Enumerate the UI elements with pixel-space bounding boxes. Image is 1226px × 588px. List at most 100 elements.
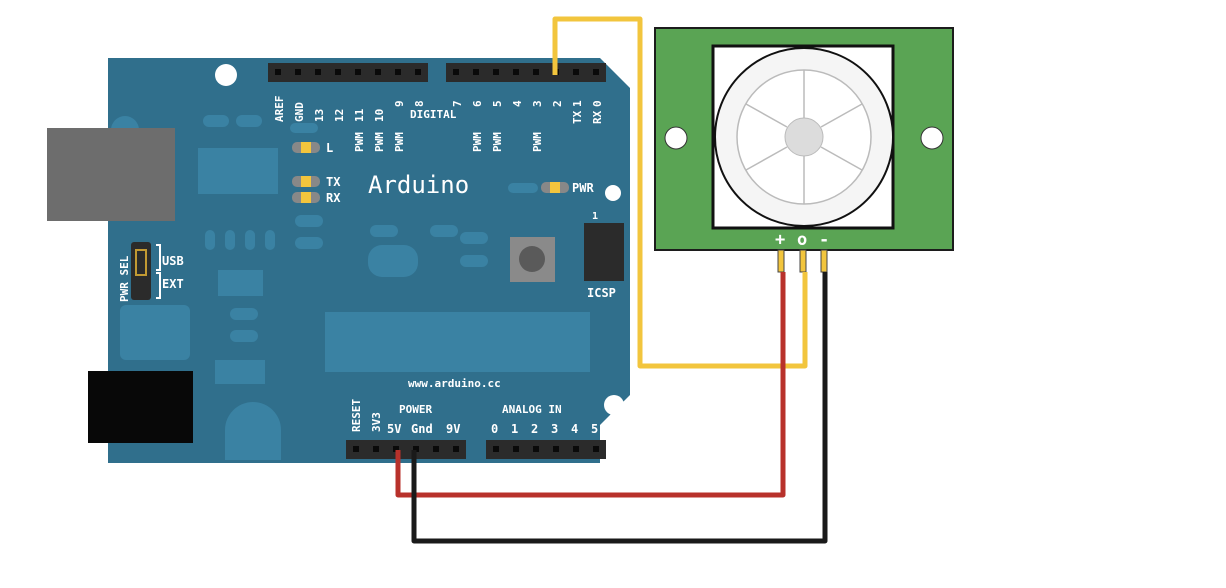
pwm-label: PWM	[471, 132, 484, 152]
pwm-label: PWM	[393, 132, 406, 152]
analog-header	[486, 440, 606, 459]
digital-pin-label: 9	[393, 100, 406, 107]
digital-header-left	[268, 63, 428, 82]
header-pin[interactable]	[573, 69, 579, 75]
header-pin[interactable]	[415, 69, 421, 75]
digital-pin-label: 11	[353, 108, 366, 122]
header-pin[interactable]	[593, 446, 599, 452]
analog-pin-label: 5	[591, 422, 598, 436]
digital-pin-label: AREF	[273, 96, 286, 123]
header-pin[interactable]	[573, 446, 579, 452]
header-pin[interactable]	[493, 446, 499, 452]
wire-signal[interactable]	[552, 16, 808, 369]
pwm-label: PWM	[491, 132, 504, 152]
sensor-pins[interactable]	[777, 249, 828, 273]
pir-sensor: + o -	[654, 27, 954, 273]
pin-label-out: o	[797, 230, 807, 250]
reset-button-cap[interactable]	[519, 246, 545, 272]
arduino-board: Arduino www.arduino.cc DIGITAL L TX RX P…	[47, 58, 630, 463]
header-pin[interactable]	[453, 446, 459, 452]
analog-pin-label: 3	[551, 422, 558, 436]
power-jack	[88, 371, 193, 443]
analog-pin-label: 0	[491, 422, 498, 436]
analog-label: ANALOG IN	[502, 403, 562, 416]
led-tx-label: TX	[326, 175, 341, 189]
digital-pin-label: 3	[531, 100, 544, 107]
digital-pin-label: 4	[511, 100, 524, 107]
header-pin[interactable]	[375, 69, 381, 75]
pwm-label: PWM	[531, 132, 544, 152]
mounting-hole	[604, 395, 624, 415]
analog-pin-label: 2	[531, 422, 538, 436]
led-l-label: L	[326, 141, 333, 155]
leds	[292, 142, 569, 203]
icsp-header	[584, 223, 624, 281]
usb-connector	[47, 128, 175, 221]
lens-segments	[745, 70, 863, 204]
rx-pin-label: RX	[591, 110, 604, 124]
power-pin-label: 5V	[387, 422, 401, 436]
digital-pin-label: 0	[591, 100, 604, 107]
digital-header-right	[446, 63, 606, 82]
digital-pin-label: 6	[471, 100, 484, 107]
header-pin[interactable]	[275, 69, 281, 75]
wire-ground[interactable]	[411, 272, 828, 544]
pin-label-gnd: -	[819, 230, 829, 250]
wire-power[interactable]	[395, 272, 786, 498]
board-name: Arduino	[368, 171, 469, 199]
digital-pin-label: 10	[373, 109, 386, 122]
led-pwr-label: PWR	[572, 181, 594, 195]
digital-pin-label: 7	[451, 100, 464, 107]
tx-pin-label: TX	[571, 110, 584, 124]
pwm-label: PWM	[353, 132, 366, 152]
digital-label: DIGITAL	[410, 108, 457, 121]
header-pin[interactable]	[513, 446, 519, 452]
digital-pin-label: 13	[313, 109, 326, 122]
header-pin[interactable]	[413, 446, 419, 452]
icsp-label: ICSP	[587, 286, 616, 300]
digital-pin-label: 2	[551, 100, 564, 107]
header-pin[interactable]	[315, 69, 321, 75]
header-pin[interactable]	[353, 446, 359, 452]
header-pin[interactable]	[453, 69, 459, 75]
header-pin[interactable]	[593, 69, 599, 75]
power-pin-label: 9V	[446, 422, 460, 436]
header-pin[interactable]	[295, 69, 301, 75]
header-pin[interactable]	[433, 446, 439, 452]
digital-pin-label: 1	[571, 100, 584, 107]
mounting-hole	[215, 64, 237, 86]
digital-pin-label: 12	[333, 109, 346, 122]
header-pin[interactable]	[355, 69, 361, 75]
power-pin-label: Gnd	[411, 422, 433, 436]
mounting-hole	[605, 185, 621, 201]
led-rx-label: RX	[326, 191, 341, 205]
header-pin[interactable]	[513, 69, 519, 75]
digital-pin-label: GND	[293, 102, 306, 122]
header-pin[interactable]	[395, 69, 401, 75]
mounting-hole	[664, 126, 688, 150]
jumper-cap	[135, 249, 147, 276]
power-header	[346, 440, 466, 459]
power-label: POWER	[399, 403, 432, 416]
header-pin[interactable]	[493, 69, 499, 75]
analog-pin-label: 1	[511, 422, 518, 436]
power-pin-label: RESET	[350, 399, 363, 432]
digital-pin-label: 8	[413, 100, 426, 107]
ext-label: EXT	[162, 277, 184, 291]
header-pin[interactable]	[393, 446, 399, 452]
header-pin[interactable]	[373, 446, 379, 452]
header-pin[interactable]	[335, 69, 341, 75]
header-pin[interactable]	[533, 69, 539, 75]
header-pin[interactable]	[473, 69, 479, 75]
board-components	[111, 115, 590, 460]
jumper-brackets	[156, 244, 161, 299]
digital-pin-label: 5	[491, 100, 504, 107]
pwm-label: PWM	[373, 132, 386, 152]
analog-pin-label: 4	[571, 422, 578, 436]
header-pin[interactable]	[533, 446, 539, 452]
icsp-pin1-label: 1	[592, 211, 598, 222]
power-pin-label: 3V3	[370, 412, 383, 432]
board-url: www.arduino.cc	[408, 377, 501, 390]
header-pin[interactable]	[553, 446, 559, 452]
